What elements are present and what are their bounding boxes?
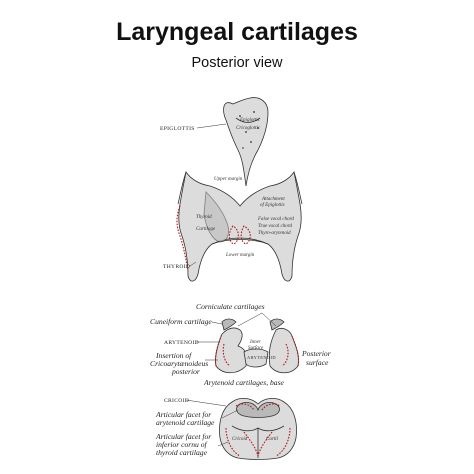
thyroid-label: THYROID <box>163 264 190 270</box>
upper-margin-label: Upper margin <box>214 177 243 182</box>
insertion-label: Insertion of <box>155 351 192 360</box>
arytenoid-label: ARYTENOID <box>164 340 199 346</box>
cricoid-label: CRICOID <box>164 398 189 404</box>
cricoid-inner-label-right: Cartil <box>266 437 279 442</box>
epiglottis-inner-label-2: Cricoglottic <box>236 126 261 131</box>
epiglottis-label: EPIGLOTTIS <box>160 126 195 132</box>
thyroid-inner-label-2: Cartilage <box>196 227 216 232</box>
thyroid-inner-label: Thyroid <box>196 215 212 220</box>
arytenoid-illustration: Inner Surface ARYTENOID <box>214 318 300 374</box>
arytenoid-inner-label: ARYTENOID <box>247 355 276 360</box>
epiglottis-illustration: Epiglottis Cricoglottic <box>223 97 269 187</box>
inner-surface-label-2: Surface <box>248 346 264 351</box>
epiglottis-inner-label: Epiglottis <box>239 118 260 123</box>
false-vocal-chord-label: False vocal chord <box>257 217 294 222</box>
cricoid-inner-label-left: Cricoid <box>232 437 248 442</box>
attachment-epiglottis-label-2: of Epiglottis <box>260 203 285 208</box>
articular-facet-arytenoid-label: Articular facet for <box>155 410 211 419</box>
page-title: Laryngeal cartilages <box>116 18 358 46</box>
cuneiform-label: Cuneiform cartilage <box>150 317 212 326</box>
thyroid-illustration: Thyroid Cartilage Upper margin Lower mar… <box>176 170 303 282</box>
articular-facet-thyroid-label-3: thyroid cartilage <box>156 448 208 457</box>
lower-margin-label: Lower margin <box>225 253 255 258</box>
page-subtitle: Posterior view <box>191 55 283 71</box>
cricoid-illustration: Cricoid Cartil <box>219 398 297 460</box>
insertion-label-2: Cricoarytænoideus <box>150 359 208 368</box>
posterior-surface-label: Posterior <box>301 349 331 358</box>
corniculate-label: Corniculate cartilages <box>196 302 265 311</box>
arytenoid-base-label: Arytenoid cartilages, base <box>203 378 285 387</box>
insertion-label-3: posterior <box>171 367 200 376</box>
articular-facet-thyroid-label-2: inferior cornu of <box>156 440 208 449</box>
posterior-surface-label-2: surface <box>306 358 329 367</box>
thyro-arytenoid-label: Thyro-arytenoid <box>258 231 291 236</box>
articular-facet-arytenoid-label-2: arytenoid cartilage <box>156 418 215 427</box>
inner-surface-label: Inner <box>249 340 261 345</box>
attachment-epiglottis-label: Attachment <box>261 197 285 202</box>
articular-facet-thyroid-label: Articular facet for <box>155 432 211 441</box>
true-vocal-chord-label: True vocal chord <box>258 224 292 229</box>
